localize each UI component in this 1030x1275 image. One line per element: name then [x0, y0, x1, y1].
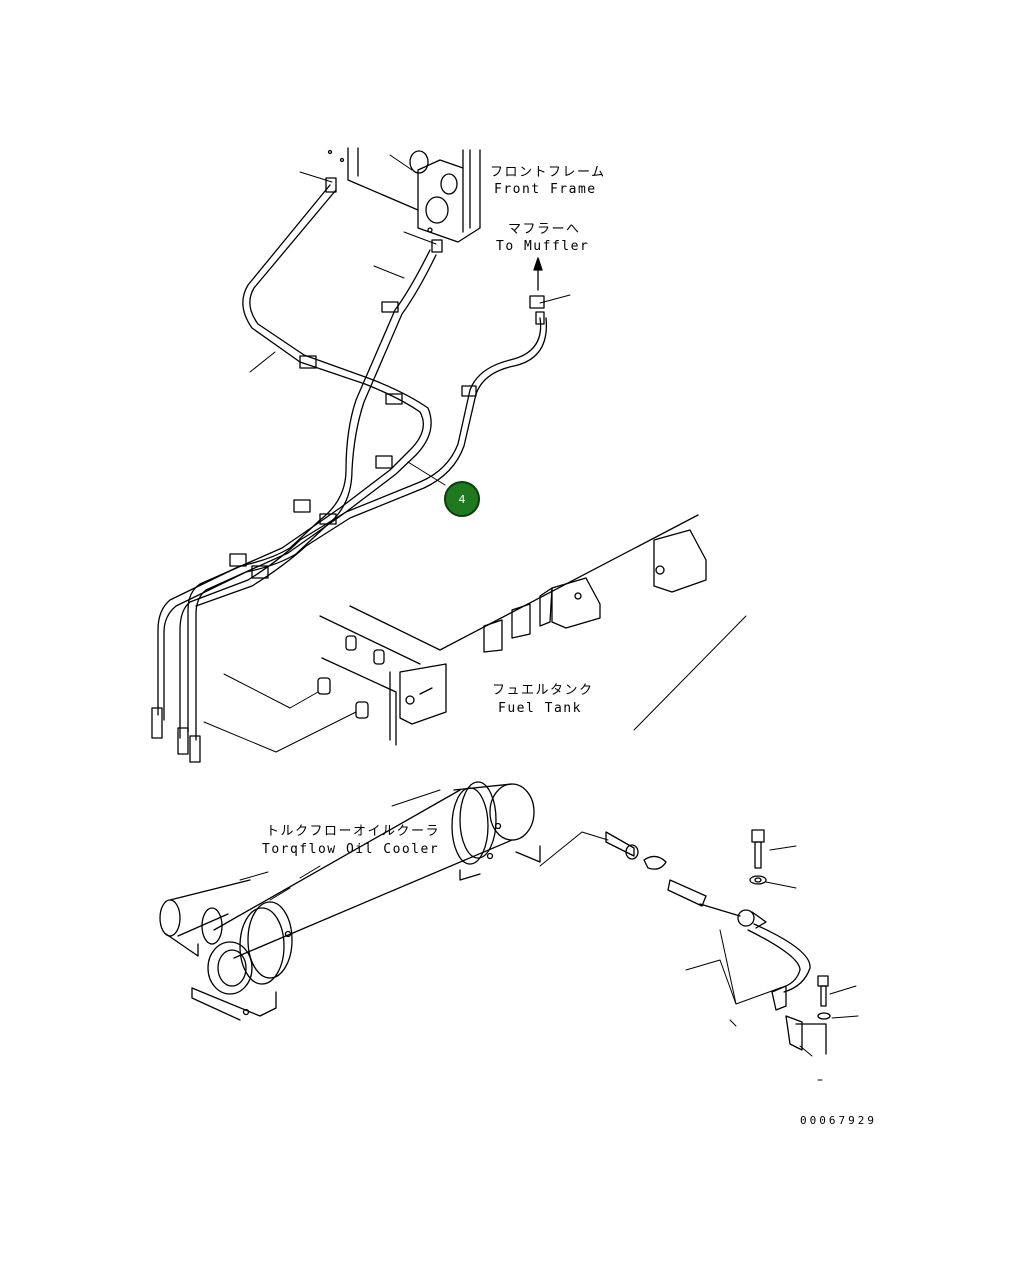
front-frame-label-en: Front Frame [494, 182, 597, 197]
fuel-tank-frame [203, 514, 747, 753]
to-muffler-label-en: To Muffler [496, 239, 590, 254]
part-callout-badge[interactable]: 4 [444, 481, 480, 517]
front-frame-bracket [327, 147, 481, 243]
fuel-tank-label-jp: フュエルタンク [492, 683, 594, 698]
to-muffler-label-jp: マフラーへ [508, 222, 581, 237]
oil-cooler-body [159, 781, 609, 1021]
oil-cooler-label-jp: トルクフローオイルクーラ [266, 824, 441, 839]
hose-fittings [151, 177, 545, 763]
oil-cooler-label-en: Torqflow Oil Cooler [262, 842, 440, 857]
cooler-drain-fittings [605, 829, 859, 1081]
front-frame-label-jp: フロントフレーム [490, 165, 606, 180]
hose-clamps [229, 301, 477, 579]
drawing-number: 00067929 [800, 1114, 877, 1127]
part-callout-number: 4 [458, 492, 466, 506]
leader-lines-top [249, 154, 571, 486]
to-muffler-arrow [533, 257, 543, 291]
hydraulic-hoses [157, 184, 548, 741]
fuel-tank-label-en: Fuel Tank [498, 701, 582, 716]
